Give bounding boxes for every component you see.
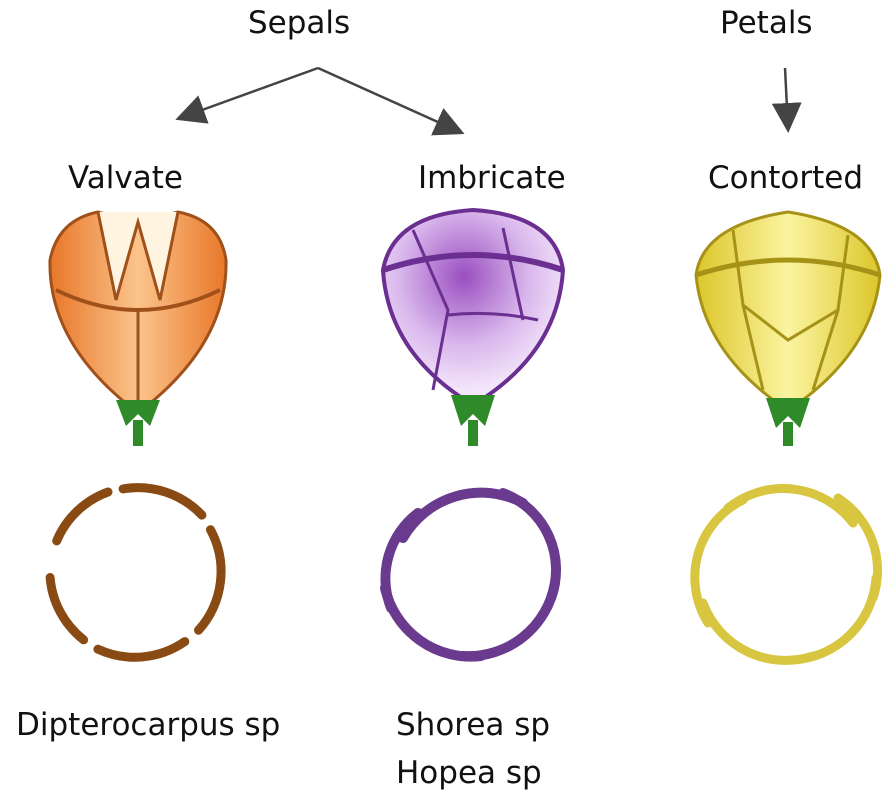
imbricate-example-2: Hopea sp: [396, 758, 542, 789]
contorted-aestivation-ring: [688, 478, 888, 668]
valvate-label: Valvate: [68, 163, 183, 194]
valvate-example: Dipterocarpus sp: [16, 710, 280, 741]
valvate-aestivation-ring: [38, 478, 238, 668]
arrows: [0, 0, 891, 150]
arrow-to-contorted: [785, 68, 788, 128]
imbricate-label: Imbricate: [418, 163, 566, 194]
imbricate-aestivation-ring: [373, 478, 573, 668]
arrow-to-valvate: [180, 68, 318, 118]
imbricate-example-1: Shorea sp: [396, 710, 550, 741]
contorted-label: Contorted: [708, 163, 863, 194]
contorted-flower-illustration: [688, 200, 888, 450]
imbricate-flower-illustration: [373, 200, 573, 450]
arrow-to-imbricate: [318, 68, 460, 132]
valvate-flower-illustration: [38, 200, 238, 450]
